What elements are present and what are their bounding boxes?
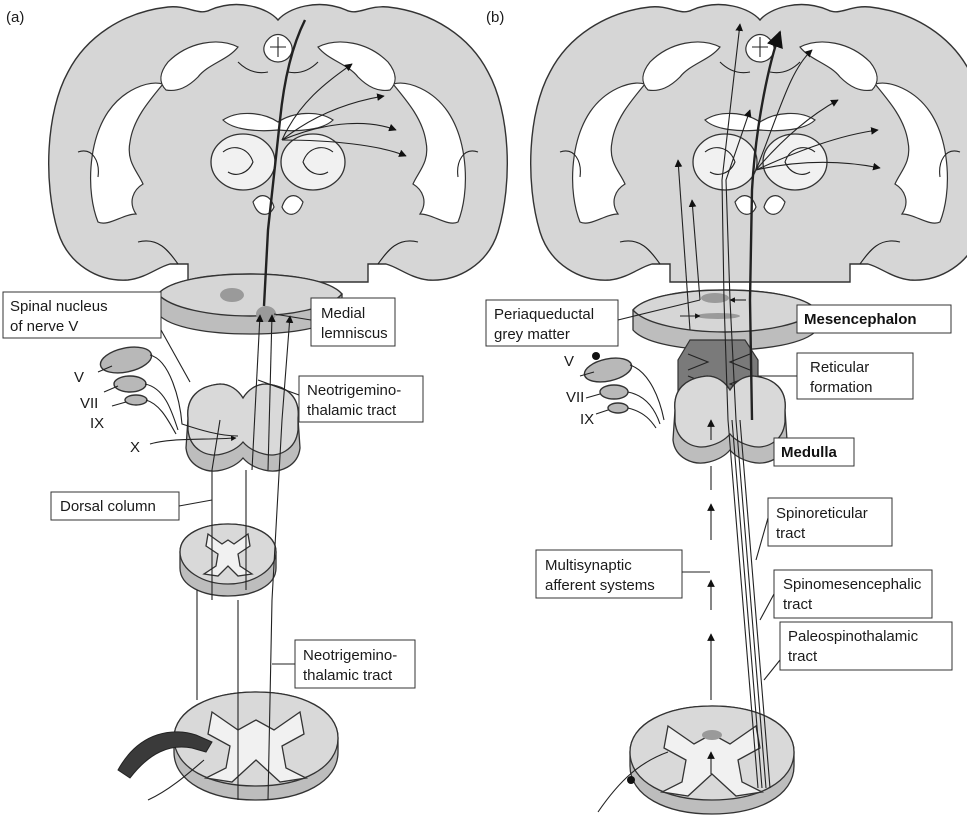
svg-text:tract: tract bbox=[788, 648, 818, 665]
panel-a-tag: (a) bbox=[6, 9, 24, 26]
svg-text:Periaqueductal: Periaqueductal bbox=[494, 306, 594, 323]
label-periaqueductal: Periaqueductal grey matter bbox=[486, 300, 618, 346]
ganglion-v-a bbox=[98, 343, 154, 377]
spinal-cord-b bbox=[630, 706, 794, 814]
medulla-a bbox=[186, 384, 300, 471]
medial-lemniscus-dot bbox=[256, 306, 276, 322]
panel-b: (b) V VII IX bbox=[486, 5, 967, 814]
spinal-cord-upper-a bbox=[180, 524, 276, 596]
svg-text:Spinal nucleus: Spinal nucleus bbox=[10, 298, 108, 315]
nerve-vii-fiber-a bbox=[145, 384, 178, 430]
svg-text:Spinomesencephalic: Spinomesencephalic bbox=[783, 576, 922, 593]
label-dorsal-column: Dorsal column bbox=[51, 492, 179, 520]
panel-a: (a) V VII IX X bbox=[3, 5, 507, 800]
label-spinomesencephalic: Spinomesencephalic tract bbox=[774, 570, 932, 618]
panel-b-tag: (b) bbox=[486, 9, 504, 26]
ganglion-ix-b bbox=[608, 403, 628, 413]
svg-text:Mesencephalon: Mesencephalon bbox=[804, 311, 917, 328]
svg-text:thalamic tract: thalamic tract bbox=[307, 402, 397, 419]
ganglion-vii-a bbox=[114, 376, 146, 392]
ganglion-vii-b bbox=[600, 385, 628, 399]
label-neotrigemino-lower: Neotrigemino- thalamic tract bbox=[295, 640, 415, 688]
svg-text:of nerve V: of nerve V bbox=[10, 318, 78, 335]
svg-text:Reticular: Reticular bbox=[810, 359, 869, 376]
svg-text:Paleospinothalamic: Paleospinothalamic bbox=[788, 628, 919, 645]
svg-text:lemniscus: lemniscus bbox=[321, 325, 388, 342]
label-paleospinothalamic: Paleospinothalamic tract bbox=[780, 622, 952, 670]
nerve-label-ix-b: IX bbox=[580, 411, 594, 428]
nucleus-dark-a bbox=[220, 288, 244, 302]
nerve-label-x-a: X bbox=[130, 439, 140, 456]
svg-text:Spinoreticular: Spinoreticular bbox=[776, 505, 868, 522]
brain-section-b bbox=[531, 5, 967, 282]
svg-text:thalamic tract: thalamic tract bbox=[303, 667, 393, 684]
label-multisynaptic: Multisynaptic afferent systems bbox=[536, 550, 682, 598]
nerve-label-v-b: V bbox=[564, 353, 574, 370]
ganglion-ix-a bbox=[125, 395, 147, 405]
ganglion-v-b bbox=[582, 354, 634, 385]
label-medulla: Medulla bbox=[774, 438, 854, 466]
label-medial-lemniscus: Medial lemniscus bbox=[311, 298, 395, 346]
svg-text:Dorsal column: Dorsal column bbox=[60, 498, 156, 515]
nerve-ix-fiber-a bbox=[146, 400, 176, 434]
periaqueductal-dot bbox=[701, 293, 729, 303]
svg-text:grey matter: grey matter bbox=[494, 326, 570, 343]
nerve-label-vii-a: VII bbox=[80, 395, 98, 412]
label-spinal-nucleus: Spinal nucleus of nerve V bbox=[3, 292, 161, 338]
nerve-label-ix-a: IX bbox=[90, 415, 104, 432]
svg-text:Neotrigemino-: Neotrigemino- bbox=[307, 382, 401, 399]
label-reticular-formation: Reticular formation bbox=[797, 353, 913, 399]
label-spinoreticular: Spinoreticular tract bbox=[768, 498, 892, 546]
label-mesencephalon: Mesencephalon bbox=[797, 305, 951, 333]
svg-text:Medulla: Medulla bbox=[781, 444, 837, 461]
svg-text:tract: tract bbox=[783, 596, 813, 613]
nerve-label-v-a: V bbox=[74, 369, 84, 386]
nerve-label-vii-b: VII bbox=[566, 389, 584, 406]
svg-text:formation: formation bbox=[810, 379, 873, 396]
svg-text:Neotrigemino-: Neotrigemino- bbox=[303, 647, 397, 664]
svg-text:Multisynaptic: Multisynaptic bbox=[545, 557, 632, 574]
svg-text:tract: tract bbox=[776, 525, 806, 542]
svg-text:Medial: Medial bbox=[321, 305, 365, 322]
svg-text:afferent systems: afferent systems bbox=[545, 577, 655, 594]
label-neotrigemino-upper: Neotrigemino- thalamic tract bbox=[299, 376, 423, 422]
